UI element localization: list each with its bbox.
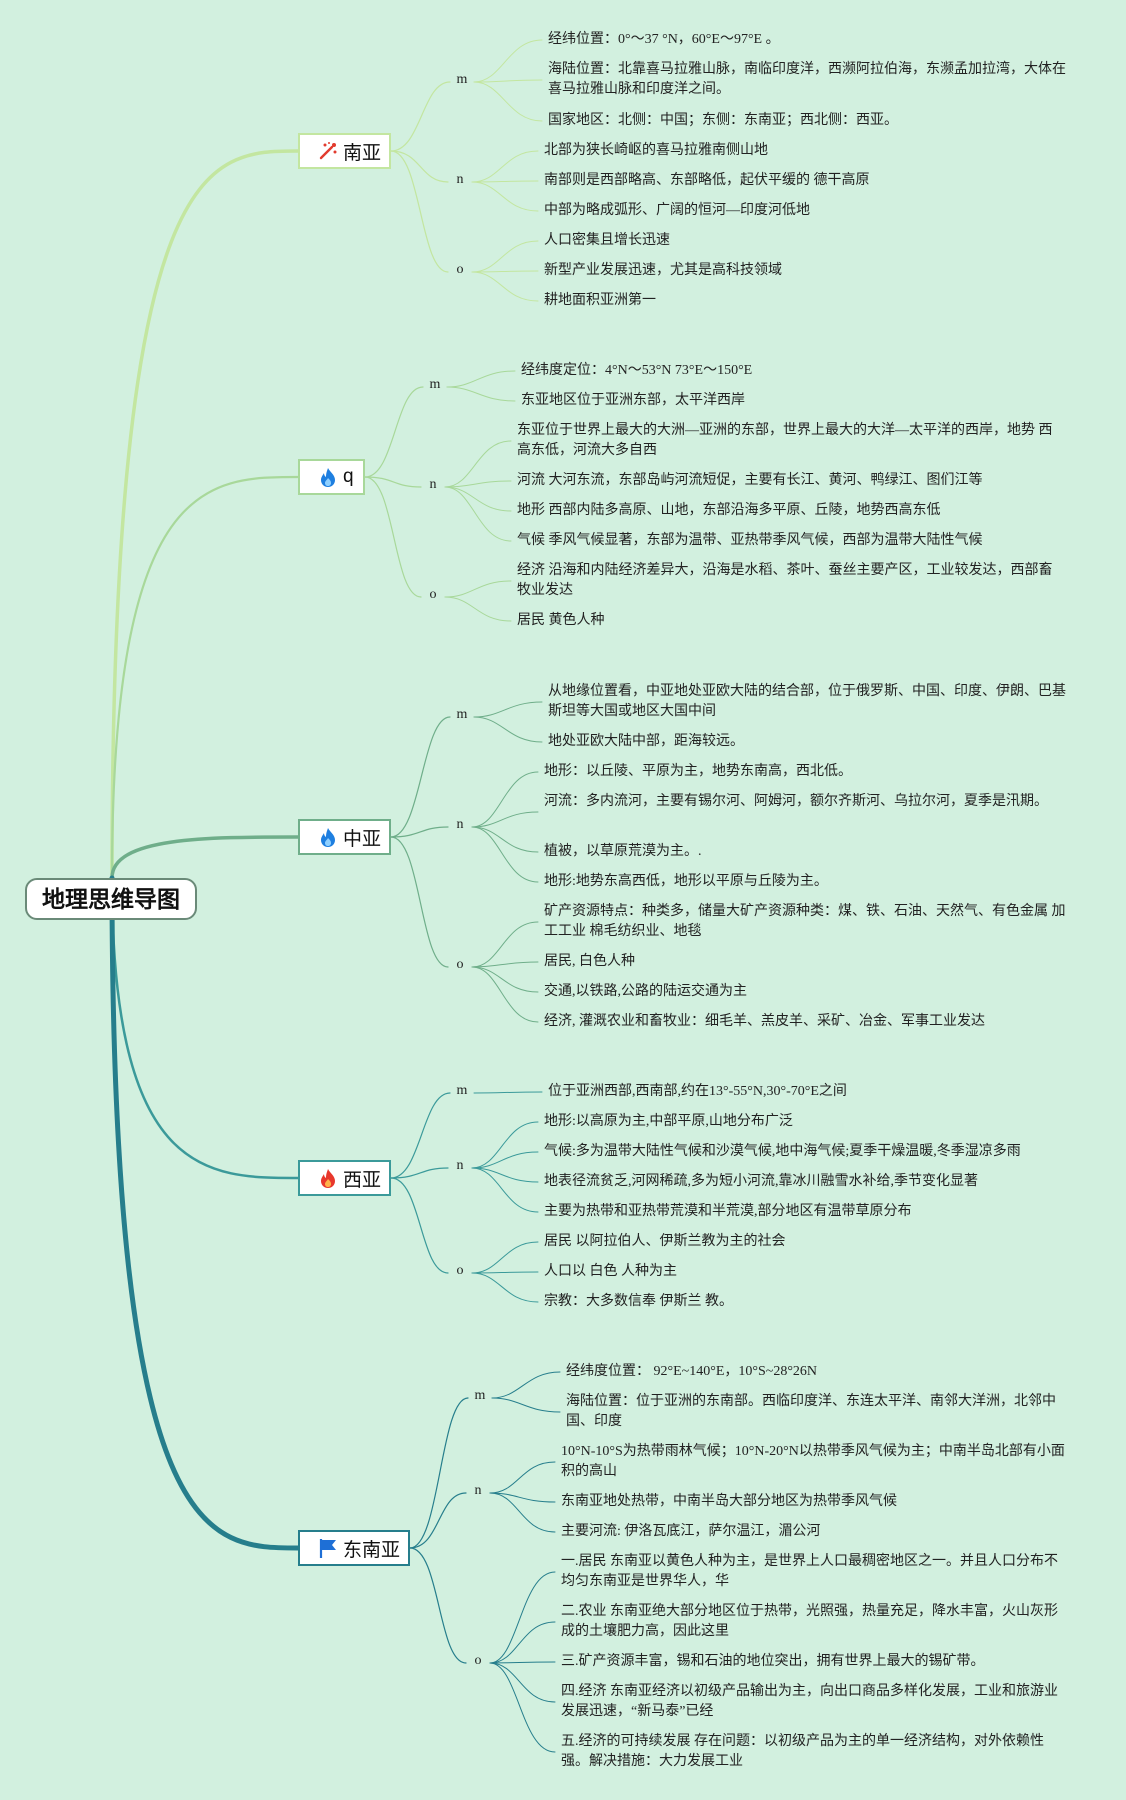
- leaf-text[interactable]: 经纬位置：0°～37 °N，60°E～97°E 。: [548, 32, 780, 47]
- leaf-text[interactable]: 东南亚地处热带，中南半岛大部分地区为热带季风气候: [561, 1494, 897, 1509]
- subtopic-label[interactable]: m: [474, 1388, 486, 1403]
- leaf-text[interactable]: 海陆位置：位于亚洲的东南部。西临印度洋、东连太平洋、南邻大洋洲，北邻中国、印度: [566, 1394, 1056, 1429]
- leaf-text[interactable]: 人口密集且增长迅速: [544, 233, 670, 248]
- leaf-text[interactable]: 居民, 白色人种: [544, 954, 635, 969]
- subtopic-label[interactable]: o: [456, 957, 464, 972]
- leaf-text[interactable]: 四.经济 东南亚经济以初级产品输出为主，向出口商品多样化发展，工业和旅游业发展迅…: [561, 1684, 1058, 1719]
- subtopic-label[interactable]: n: [474, 1483, 482, 1498]
- leaf-text[interactable]: 宗教：大多数信奉 伊斯兰 教。: [544, 1294, 733, 1309]
- subtopic-label[interactable]: m: [456, 72, 468, 87]
- leaf-text[interactable]: 地表径流贫乏,河网稀疏,多为短小河流,靠冰川融雪水补给,季节变化显著: [544, 1174, 978, 1189]
- topic-node[interactable]: 中亚: [298, 819, 391, 855]
- topic-node[interactable]: q: [298, 459, 365, 495]
- subtopic-label[interactable]: o: [429, 587, 437, 602]
- leaf-text[interactable]: 气候:多为温带大陆性气候和沙漠气候,地中海气候;夏季干燥温暖,冬季湿凉多雨: [544, 1144, 1021, 1159]
- topic-node[interactable]: 东南亚: [298, 1530, 410, 1566]
- topic-label: 南亚: [343, 142, 382, 164]
- topic-node[interactable]: 南亚: [298, 133, 391, 169]
- subtopic-label[interactable]: o: [456, 262, 464, 277]
- leaf-text[interactable]: 气候 季风气候显著，东部为温带、亚热带季风气候，西部为温带大陆性气候: [517, 533, 983, 548]
- topic-label: 西亚: [343, 1169, 382, 1191]
- flag-icon: [317, 1537, 339, 1559]
- subtopic-label[interactable]: m: [456, 1083, 468, 1098]
- leaf-text[interactable]: 地处亚欧大陆中部，距海较远。: [548, 734, 744, 749]
- leaf-text[interactable]: 主要河流: 伊洛瓦底江，萨尔温江，湄公河: [561, 1524, 821, 1539]
- leaf-text[interactable]: 二.农业 东南亚绝大部分地区位于热带，光照强，热量充足，降水丰富，火山灰形成的土…: [561, 1604, 1058, 1639]
- leaf-text[interactable]: 耕地面积亚洲第一: [544, 293, 656, 308]
- leaf-text[interactable]: 三.矿产资源丰富，锡和石油的地位突出，拥有世界上最大的锡矿带。: [561, 1654, 985, 1669]
- leaf-text[interactable]: 河流：多内流河，主要有锡尔河、阿姆河，额尔齐斯河、乌拉尔河，夏季是汛期。: [544, 794, 1048, 809]
- leaf-text[interactable]: 地形 西部内陆多高原、山地，东部沿海多平原、丘陵，地势西高东低: [517, 503, 941, 518]
- leaf-text[interactable]: 河流 大河东流，东部岛屿河流短促，主要有长江、黄河、鸭绿江、图们江等: [517, 473, 983, 488]
- leaf-text[interactable]: 10°N-10°S为热带雨林气候；10°N-20°N以热带季风气候为主；中南半岛…: [561, 1444, 1065, 1479]
- root-topic[interactable]: 地理思维导图: [25, 878, 197, 920]
- leaf-text[interactable]: 地形：以丘陵、平原为主，地势东南高，西北低。: [544, 764, 852, 779]
- subtopic-label[interactable]: n: [456, 1158, 464, 1173]
- leaf-text[interactable]: 居民 黄色人种: [517, 613, 605, 628]
- leaf-text[interactable]: 居民 以阿拉伯人、伊斯兰教为主的社会: [544, 1234, 786, 1249]
- subtopic-label[interactable]: m: [429, 377, 441, 392]
- leaf-text[interactable]: 人口以 白色 人种为主: [544, 1264, 677, 1279]
- subtopic-label[interactable]: n: [429, 477, 437, 492]
- subtopic-label[interactable]: o: [474, 1653, 482, 1668]
- leaf-text[interactable]: 植被，以草原荒漠为主。.: [544, 844, 702, 859]
- subtopic-label[interactable]: n: [456, 817, 464, 832]
- leaf-text[interactable]: 主要为热带和亚热带荒漠和半荒漠,部分地区有温带草原分布: [544, 1204, 912, 1219]
- flame-blue-icon: [317, 826, 339, 848]
- leaf-text[interactable]: 地形:以高原为主,中部平原,山地分布广泛: [544, 1114, 793, 1129]
- leaf-text[interactable]: 地形:地势东高西低，地形以平原与丘陵为主。: [544, 874, 828, 889]
- topic-label: 东南亚: [343, 1539, 401, 1561]
- leaf-text[interactable]: 从地缘位置看，中亚地处亚欧大陆的结合部，位于俄罗斯、中国、印度、伊朗、巴基斯坦等…: [548, 684, 1066, 719]
- subtopic-label[interactable]: n: [456, 172, 464, 187]
- leaf-text[interactable]: 国家地区：北侧：中国；东侧：东南亚；西北侧：西亚。: [548, 113, 898, 128]
- leaf-text[interactable]: 矿产资源特点：种类多，储量大矿产资源种类：煤、铁、石油、天然气、有色金属 加工工…: [544, 904, 1066, 939]
- leaf-text[interactable]: 一.居民 东南亚以黄色人种为主，是世界上人口最稠密地区之一。并且人口分布不均匀东…: [561, 1554, 1058, 1589]
- leaf-text[interactable]: 交通,以铁路,公路的陆运交通为主: [544, 984, 747, 999]
- flame-blue-icon: [317, 466, 339, 488]
- topic-node[interactable]: 西亚: [298, 1160, 391, 1196]
- leaf-text[interactable]: 东亚位于世界上最大的大洲—亚洲的东部，世界上最大的大洋—太平洋的西岸，地势 西高…: [517, 423, 1053, 458]
- leaf-text[interactable]: 新型产业发展迅速，尤其是高科技领域: [544, 263, 782, 278]
- leaf-text[interactable]: 五.经济的可持续发展 存在问题：以初级产品为主的单一经济结构，对外依赖性强。解决…: [561, 1734, 1044, 1769]
- leaf-text[interactable]: 经纬度定位：4°N～53°N 73°E～150°E: [521, 363, 753, 378]
- leaf-text[interactable]: 北部为狭长崎岖的喜马拉雅南侧山地: [544, 143, 768, 158]
- leaf-text[interactable]: 位于亚洲西部,西南部,约在13°-55°N,30°-70°E之间: [548, 1084, 847, 1099]
- topic-label: q: [343, 466, 354, 487]
- leaf-text[interactable]: 经济, 灌溉农业和畜牧业：细毛羊、羔皮羊、采矿、冶金、军事工业发达: [544, 1014, 985, 1029]
- leaf-text[interactable]: 南部则是西部略高、东部略低，起伏平缓的 德干高原: [544, 173, 870, 188]
- leaf-text[interactable]: 东亚地区位于亚洲东部，太平洋西岸: [521, 393, 745, 408]
- leaf-text[interactable]: 中部为略成弧形、广阔的恒河—印度河低地: [544, 203, 810, 218]
- subtopic-label[interactable]: o: [456, 1263, 464, 1278]
- leaf-text[interactable]: 经济 沿海和内陆经济差异大，沿海是水稻、茶叶、蚕丝主要产区，工业较发达，西部畜牧…: [517, 563, 1053, 598]
- leaf-text[interactable]: 海陆位置：北靠喜马拉雅山脉，南临印度洋，西濒阿拉伯海，东濒孟加拉湾，大体在喜马拉…: [548, 62, 1066, 97]
- leaf-text[interactable]: 经纬度位置： 92°E~140°E，10°S~28°26N: [566, 1364, 818, 1379]
- topic-label: 中亚: [343, 828, 382, 850]
- sparkle-icon: [317, 140, 339, 162]
- flame-red-icon: [317, 1167, 339, 1189]
- subtopic-label[interactable]: m: [456, 707, 468, 722]
